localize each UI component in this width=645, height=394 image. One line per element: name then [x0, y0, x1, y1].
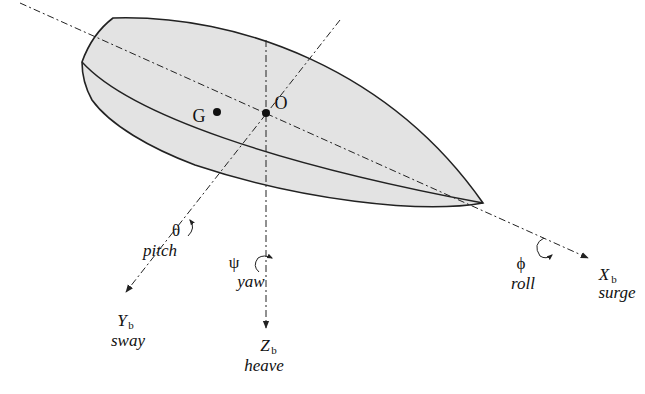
deck-line: [82, 62, 483, 203]
yaw-rotation-arrow: [255, 256, 272, 272]
axis-subscript: b: [128, 320, 134, 331]
point-label: O: [275, 94, 288, 112]
angle-symbol: ψ: [229, 254, 240, 271]
motion-name: roll: [511, 275, 535, 292]
pitch-rotation-arrow: [188, 220, 193, 236]
hull-outline: [82, 18, 483, 207]
z-axis: [266, 40, 267, 328]
angle-symbol: ϕ: [517, 255, 526, 272]
axis-name: X: [599, 266, 609, 283]
axis-name: Y: [117, 312, 126, 329]
motion-name: pitch: [143, 242, 177, 259]
axis-subscript: b: [271, 345, 277, 356]
motion-name: yaw: [237, 273, 264, 290]
motion-name: sway: [111, 332, 145, 349]
angle-symbol: θ: [172, 222, 180, 239]
g-point: [213, 108, 221, 116]
y-axis: [126, 20, 340, 292]
o-point: [262, 109, 270, 117]
roll-rotation-arrow: [537, 238, 552, 258]
axis-name: Z: [260, 337, 269, 354]
motion-name: surge: [598, 284, 635, 301]
point-label: G: [193, 107, 206, 125]
motion-name: heave: [244, 357, 284, 374]
x-axis: [20, 3, 588, 258]
